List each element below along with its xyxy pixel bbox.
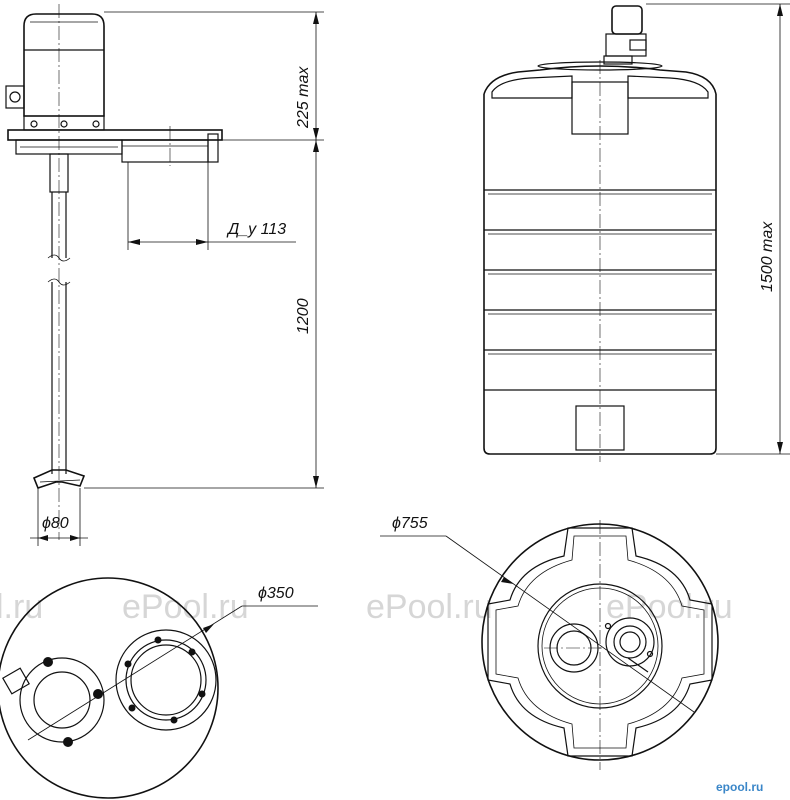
dim-nozzle: Д_у 113 bbox=[226, 221, 286, 238]
tank-body bbox=[483, 94, 717, 455]
mixer-top-view: ϕ350 bbox=[0, 577, 318, 799]
dim-tank-height: 1500 max bbox=[759, 221, 776, 292]
bolt-icon bbox=[92, 120, 100, 128]
site-logo: epool.ru bbox=[716, 780, 763, 794]
tank-shoulder-left bbox=[491, 75, 573, 99]
bolt-icon bbox=[604, 622, 612, 630]
bolt-icon bbox=[63, 737, 73, 747]
tank-motor bbox=[611, 5, 643, 35]
bolt-icon bbox=[128, 704, 136, 712]
motor-body bbox=[23, 13, 105, 117]
mixer-side-view: 225 max 1200 Д_у 113 ϕ80 bbox=[5, 4, 324, 546]
arrow-icon bbox=[70, 535, 80, 541]
arrow-icon bbox=[313, 140, 319, 152]
flange-outline bbox=[0, 577, 219, 799]
tank-shoulder-right bbox=[627, 75, 709, 99]
bolt-icon bbox=[188, 648, 196, 656]
motor-top-outer bbox=[605, 617, 655, 667]
mounting-flange bbox=[7, 129, 223, 141]
tank-gearbox bbox=[605, 33, 647, 57]
dim-shaft-length: 1200 bbox=[295, 298, 312, 334]
motor-top-mid bbox=[613, 625, 647, 659]
arrow-icon bbox=[128, 239, 140, 245]
bolt-icon bbox=[154, 636, 162, 644]
bolt-icon bbox=[93, 689, 103, 699]
dim-motor-height: 225 max bbox=[295, 66, 312, 129]
nozzle-outer bbox=[115, 629, 217, 731]
arrow-icon bbox=[501, 577, 514, 584]
watermark-group: l.ru ePool.ru ePool.ru ePool.ru bbox=[0, 588, 733, 626]
bolt-icon bbox=[60, 120, 68, 128]
dim-flange: ϕ350 bbox=[258, 585, 294, 602]
bolt-icon bbox=[124, 660, 132, 668]
nozzle-inner bbox=[130, 644, 202, 716]
gearbox bbox=[23, 115, 105, 131]
motor-mount-outer bbox=[19, 657, 105, 743]
arrow-icon bbox=[313, 128, 319, 140]
arrow-icon bbox=[777, 4, 783, 16]
tank-motor-base bbox=[603, 55, 633, 65]
arrow-icon bbox=[196, 239, 208, 245]
motor-top-inner bbox=[619, 631, 641, 653]
bolt-icon bbox=[30, 120, 38, 128]
leader-line-755 bbox=[445, 535, 695, 713]
bolt-icon bbox=[43, 657, 53, 667]
tank-side-view: 1500 max bbox=[483, 3, 790, 462]
arrow-icon bbox=[203, 624, 214, 633]
tank-top-view: ϕ755 bbox=[380, 515, 719, 770]
impeller bbox=[32, 469, 86, 489]
dim-tank-diameter: ϕ755 bbox=[392, 515, 428, 532]
bolt-icon bbox=[646, 650, 654, 658]
arrow-icon bbox=[38, 535, 48, 541]
nozzle-mid bbox=[125, 639, 207, 721]
nozzle-body bbox=[121, 139, 209, 163]
nozzle-clamp bbox=[207, 133, 219, 163]
terminal-box bbox=[5, 85, 25, 109]
logo-bg bbox=[712, 780, 778, 794]
bolt-icon bbox=[198, 690, 206, 698]
tank-terminal-box bbox=[629, 39, 647, 51]
tank-top-shoulders-inner bbox=[495, 535, 705, 749]
watermark-2: ePool.ru bbox=[122, 588, 249, 626]
tank-top-shoulders bbox=[487, 527, 713, 757]
arrow-icon bbox=[313, 12, 319, 24]
bolt-icon bbox=[170, 716, 178, 724]
motor-mount-inner bbox=[33, 671, 91, 729]
arrow-icon bbox=[313, 476, 319, 488]
terminal-box bbox=[2, 667, 30, 695]
watermark-3: ePool.ru bbox=[366, 588, 493, 626]
logo-group: epool.ru bbox=[712, 780, 778, 794]
arrow-icon bbox=[777, 442, 783, 454]
dim-impeller: ϕ80 bbox=[42, 515, 69, 532]
motor-cable bbox=[627, 657, 649, 673]
impeller-line bbox=[39, 479, 81, 483]
tank-bottom-boss bbox=[575, 405, 625, 451]
cable-gland-icon bbox=[9, 91, 21, 103]
